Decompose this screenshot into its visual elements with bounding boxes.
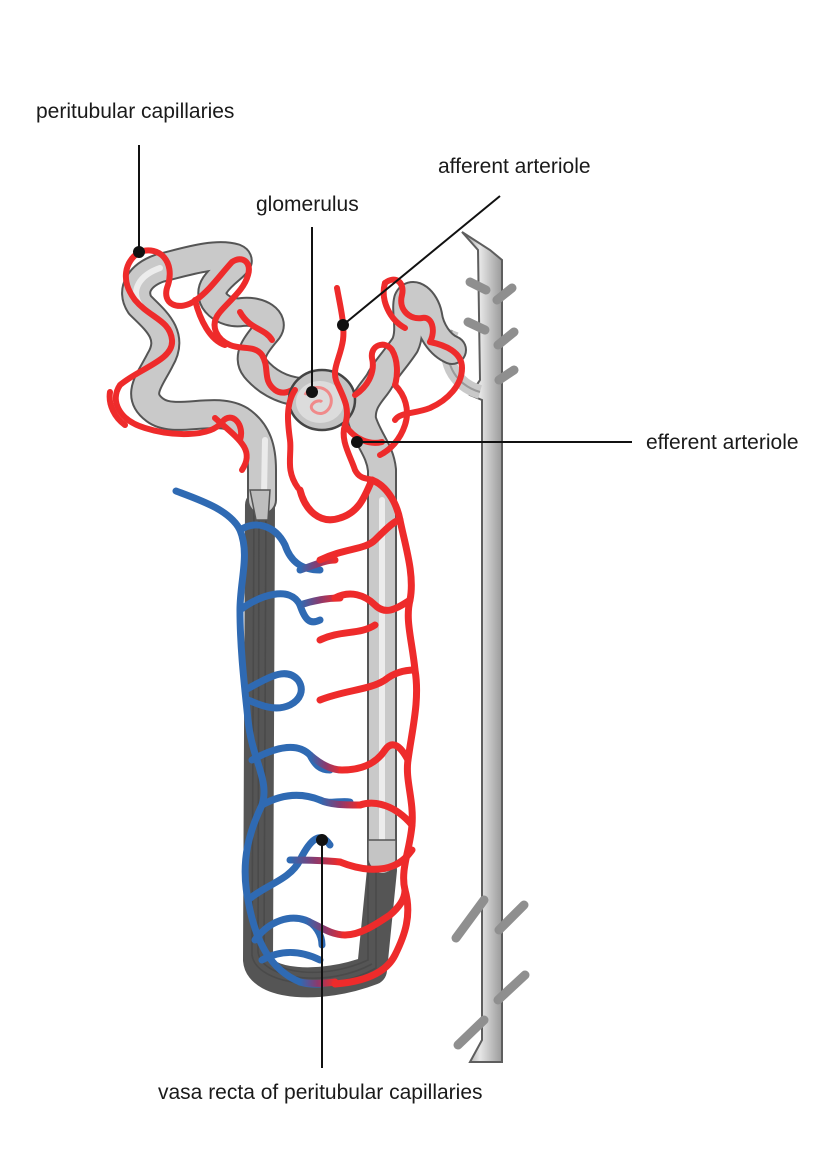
label-peritubular-capillaries: peritubular capillaries <box>36 100 235 123</box>
vasa-recta-arterial <box>296 476 421 988</box>
label-afferent-arteriole: afferent arteriole <box>438 155 591 178</box>
nephron-tubule <box>121 241 467 998</box>
label-glomerulus: glomerulus <box>256 193 359 216</box>
label-efferent-arteriole: efferent arteriole <box>646 431 799 454</box>
dot-afferent <box>337 319 349 331</box>
dot-efferent <box>351 436 363 448</box>
arteriole-vessels <box>285 276 465 491</box>
label-vasa-recta: vasa recta of peritubular capillaries <box>158 1081 483 1104</box>
leader-afferent <box>342 195 501 326</box>
dot-peritubular <box>133 246 145 258</box>
peritubular-capillary-network <box>106 247 298 473</box>
dot-vasa-recta <box>316 834 328 846</box>
dot-glomerulus <box>306 386 318 398</box>
